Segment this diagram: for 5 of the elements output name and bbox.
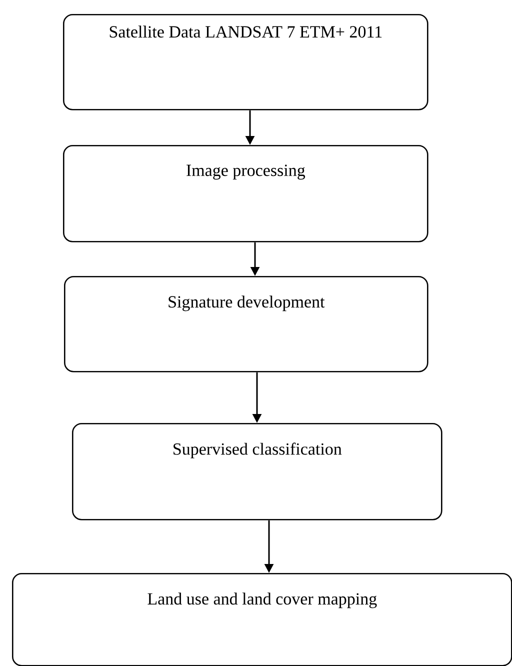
process-box: Supervised classification xyxy=(72,423,442,520)
process-box: Satellite Data LANDSAT 7 ETM+ 2011 xyxy=(63,14,428,110)
process-box: Land use and land cover mapping xyxy=(12,573,512,666)
process-box: Signature development xyxy=(64,276,428,372)
process-box: Image processing xyxy=(63,145,428,242)
